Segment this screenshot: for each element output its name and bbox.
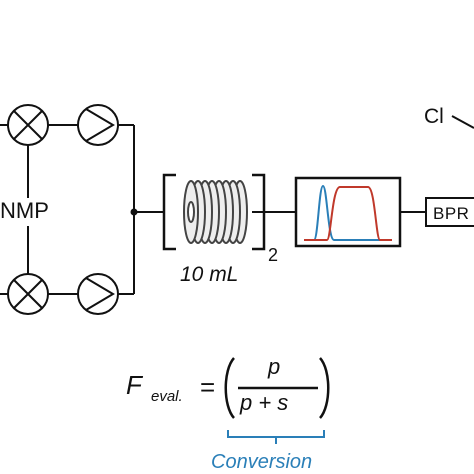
blue-trace	[304, 184, 392, 241]
bpr-box	[425, 197, 474, 227]
solvent-label: NMP	[0, 198, 49, 223]
chlorine-label: Cl	[424, 105, 444, 128]
pump-icon	[77, 104, 119, 146]
equation-subscript: eval.	[151, 388, 183, 405]
equation-symbol: F	[126, 370, 142, 400]
conversion-label: Conversion	[211, 451, 313, 473]
red-trace	[304, 186, 392, 241]
equation-numerator: p	[268, 354, 281, 379]
analyzer-box	[294, 176, 402, 248]
reactor-volume-label: 10 mL	[180, 263, 239, 286]
junction-dot	[130, 208, 138, 216]
reactor-multiplier: 2	[268, 245, 279, 265]
equation-marks	[224, 357, 330, 419]
equation-denominator: p + s	[240, 390, 289, 415]
bpr-label: BPR	[433, 204, 470, 223]
conversion-brace	[227, 430, 325, 438]
reactor-brackets	[162, 173, 266, 251]
equation-equals: =	[200, 372, 216, 402]
valve-icon	[7, 273, 49, 315]
coil-reactor-icon	[183, 180, 248, 244]
valve-icon	[7, 104, 49, 146]
pump-icon	[77, 273, 119, 315]
